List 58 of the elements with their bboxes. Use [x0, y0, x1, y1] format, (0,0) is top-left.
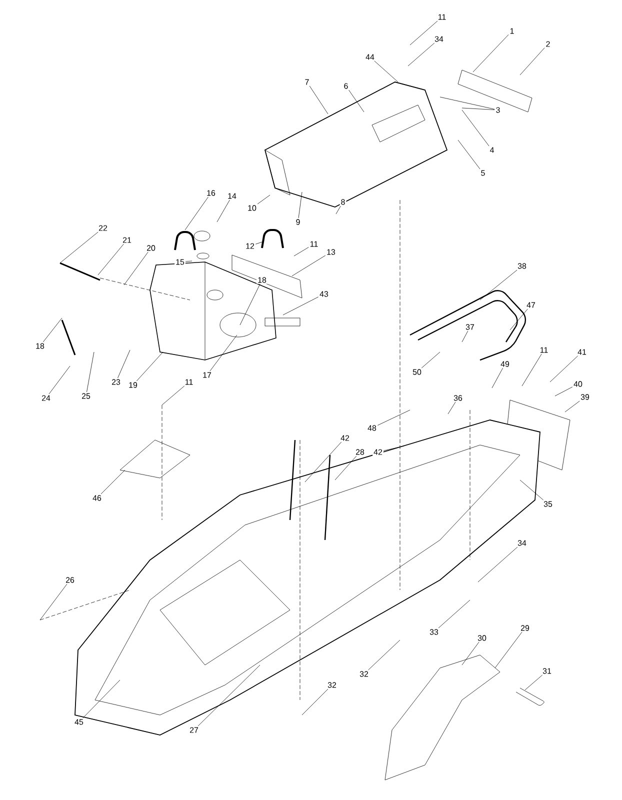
- leader-line: [334, 456, 357, 480]
- leader-line: [494, 632, 522, 668]
- leader-line: [458, 140, 480, 170]
- leader-line: [348, 90, 364, 112]
- leader-line: [255, 242, 262, 244]
- leader-line: [162, 386, 185, 406]
- leader-line: [42, 318, 62, 342]
- leader-line: [564, 400, 580, 412]
- leader-line: [374, 60, 398, 82]
- leader-line: [40, 584, 68, 620]
- leader-line: [294, 247, 309, 256]
- leader-line: [302, 688, 328, 716]
- leader-line: [478, 546, 518, 582]
- leader-line: [438, 600, 470, 628]
- leader-line: [48, 366, 70, 394]
- leader-line: [184, 196, 208, 230]
- leader-line: [198, 664, 260, 726]
- leader-line: [216, 200, 230, 222]
- leader-line: [480, 270, 518, 300]
- leader-line: [462, 642, 480, 666]
- leader-line: [368, 640, 400, 670]
- leader-line: [462, 110, 490, 146]
- leader-line: [86, 352, 94, 392]
- leader-line: [136, 352, 164, 382]
- leader-line: [257, 194, 270, 204]
- leader-line: [550, 356, 578, 382]
- leader-line: [421, 352, 440, 368]
- leader-line: [492, 368, 504, 388]
- leader-line: [462, 108, 495, 110]
- leader-line: [304, 442, 342, 482]
- leader-line: [410, 20, 438, 46]
- leader-line: [210, 334, 238, 372]
- leader-line: [520, 48, 545, 76]
- leader-line: [336, 206, 341, 214]
- leader-line: [472, 34, 509, 72]
- leader-line: [524, 674, 543, 690]
- leader-line: [124, 252, 148, 286]
- leader-line: [100, 470, 126, 494]
- leader-line: [60, 232, 98, 264]
- leader-line: [118, 350, 130, 378]
- leader-line: [554, 386, 573, 396]
- leader-line: [185, 260, 192, 262]
- leader-line: [440, 96, 495, 110]
- leader-line: [240, 284, 260, 326]
- leader-line: [408, 42, 435, 66]
- leader-line: [383, 446, 404, 451]
- leader-line: [522, 354, 542, 386]
- leader-line: [377, 410, 410, 426]
- leader-line: [98, 244, 124, 276]
- leader-line: [520, 480, 544, 500]
- leader-line: [510, 308, 528, 330]
- leader-line: [82, 680, 120, 718]
- leader-line: [462, 330, 468, 342]
- leader-line: [309, 86, 328, 114]
- leader-line: [282, 296, 319, 316]
- leader-line: [292, 255, 326, 276]
- leader-line: [448, 402, 456, 414]
- leader-line: [298, 192, 302, 218]
